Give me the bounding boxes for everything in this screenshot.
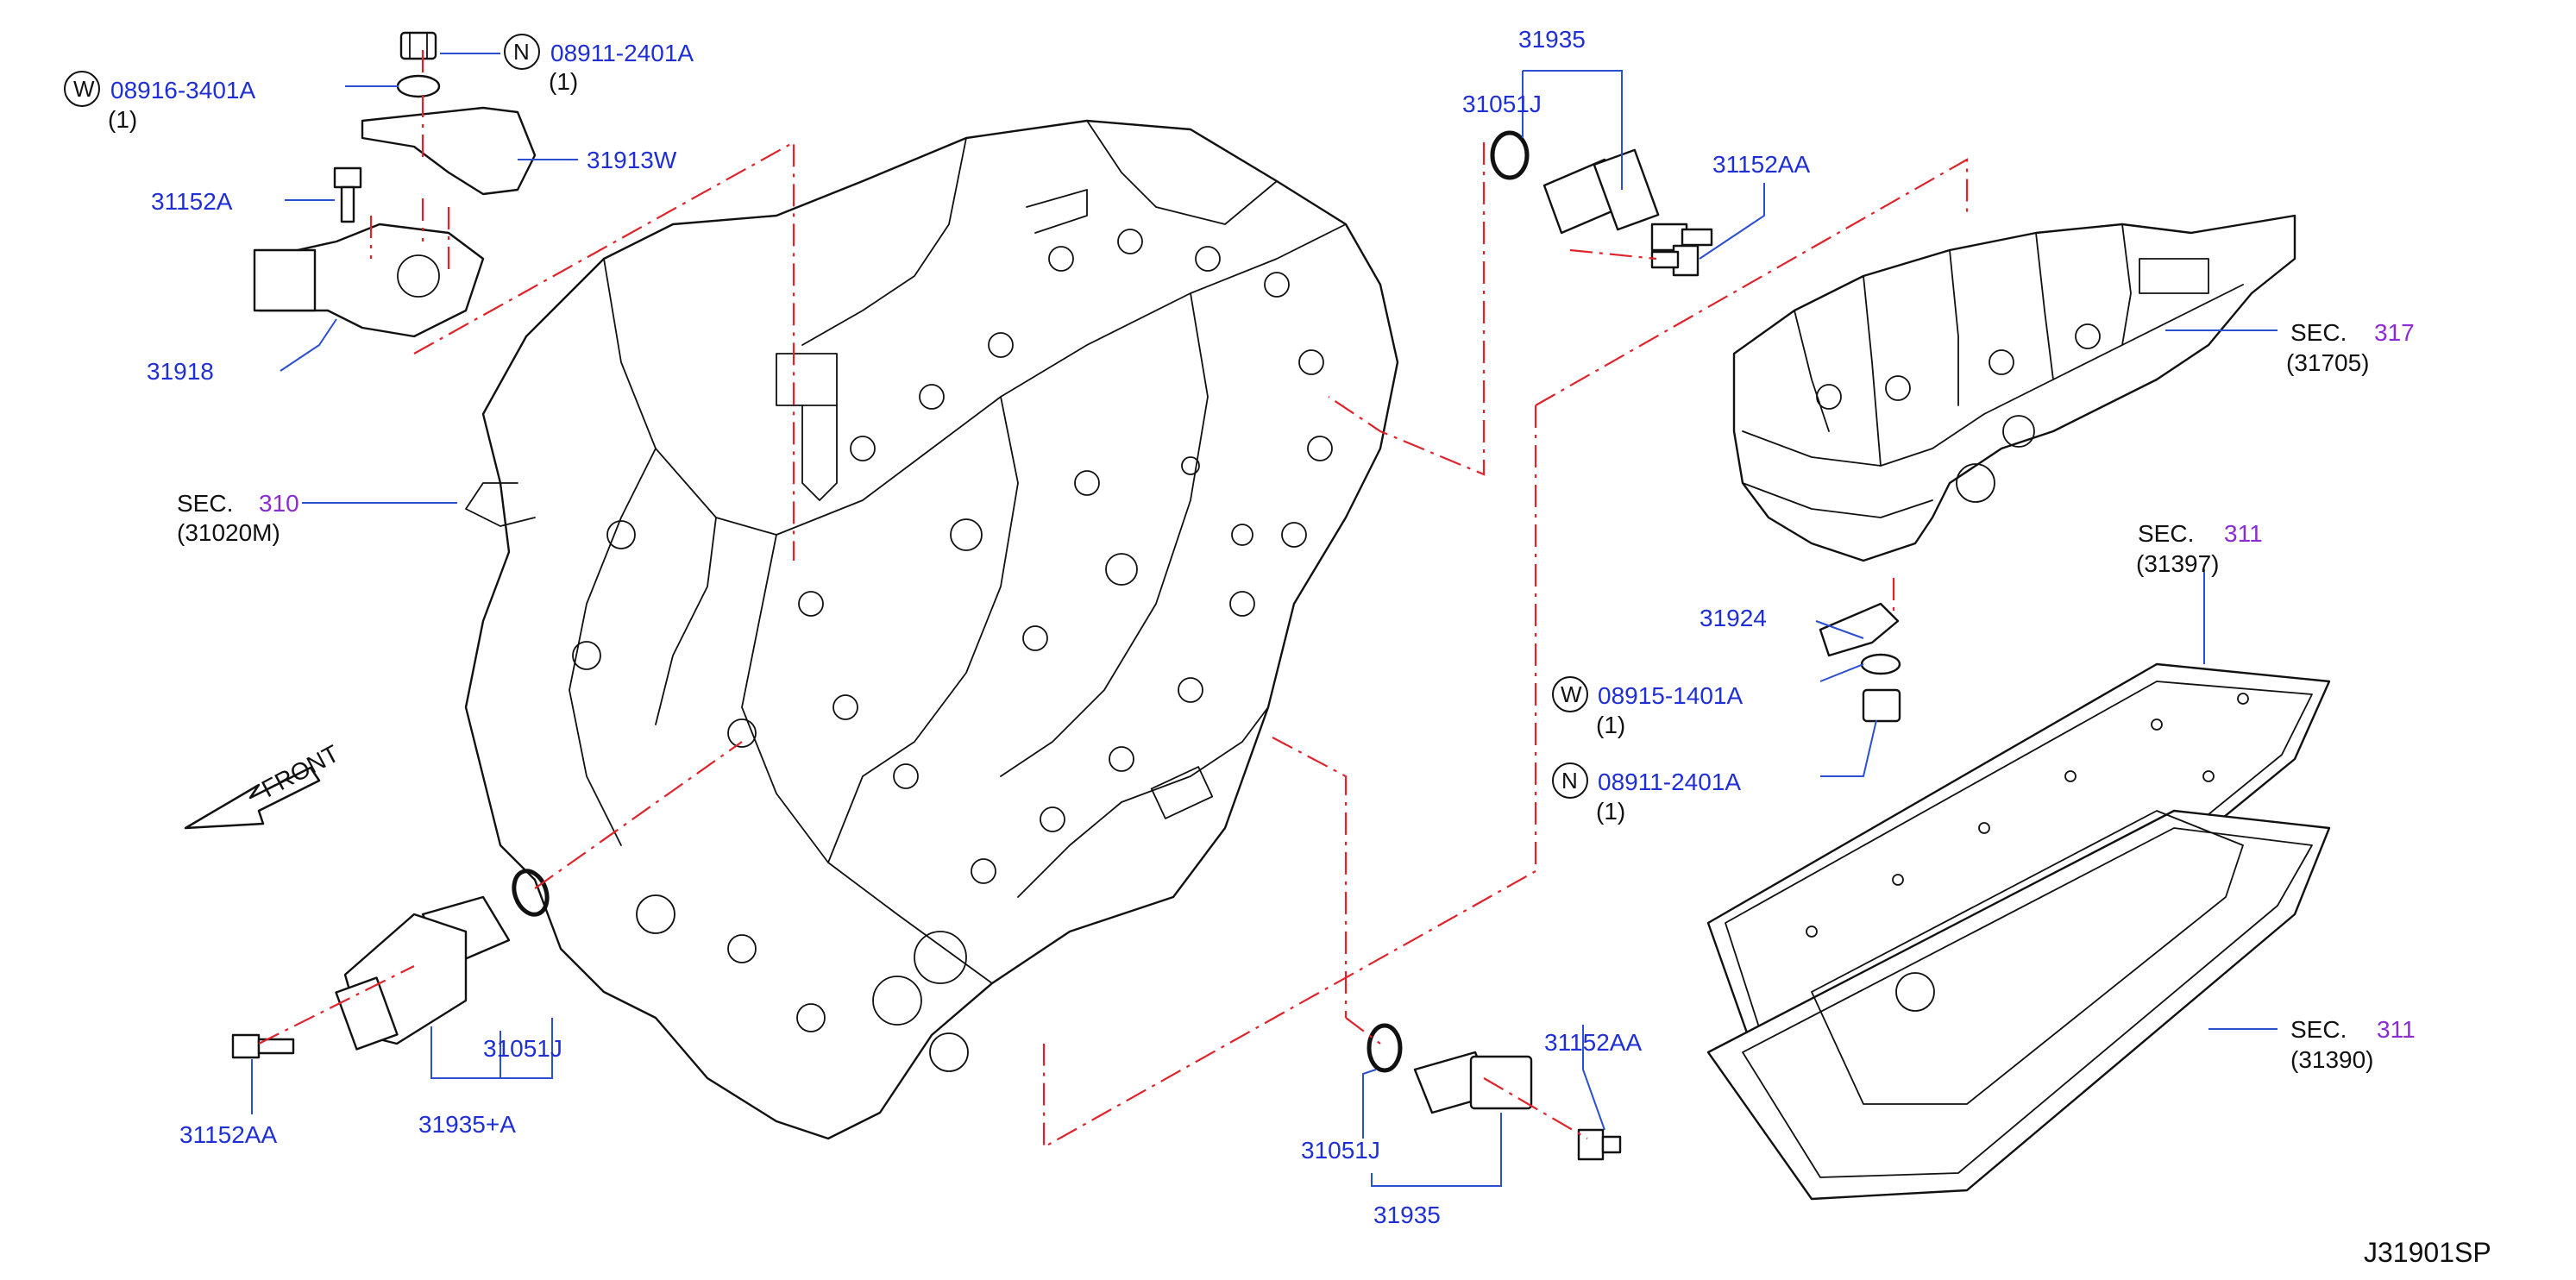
label-sec317-num: 317 [2374, 319, 2415, 346]
diagram-code: J31901SP [2364, 1237, 2491, 1268]
label-31935-top: 31935 [1518, 26, 1586, 53]
label-sec317-sub: (31705) [2286, 349, 2370, 376]
label-31051j-left: 31051J [483, 1035, 562, 1062]
label-08915: 08915-1401A [1598, 682, 1743, 709]
transmission-case [464, 119, 1399, 1140]
label-08916-qty: (1) [108, 106, 137, 133]
sensor-part-left [335, 869, 550, 1051]
label-08911-top: 08911-2401A [550, 40, 694, 66]
label-sec311b-sub: (31390) [2290, 1046, 2374, 1073]
sensor-part-top [1490, 130, 1713, 252]
label-31051j-top: 31051J [1462, 91, 1542, 117]
switch-part-31918 [253, 223, 485, 338]
washer-part-top [396, 74, 441, 98]
symbol-w-right: W [1561, 681, 1582, 707]
label-31152aa-bottom: 31152AA [1544, 1029, 1642, 1056]
symbol-n-right: N [1561, 768, 1578, 794]
valve-body [1732, 214, 2296, 562]
phantom-lines [258, 50, 1969, 1149]
bolt-part-bottom [1577, 1128, 1622, 1161]
label-front: FRONT [257, 740, 343, 803]
label-08911-right-qty: (1) [1596, 798, 1625, 825]
sensor-part-bottom [1367, 1023, 1533, 1114]
lever-part [361, 106, 537, 196]
label-08916: 08916-3401A [110, 77, 255, 104]
label-31935-bottom: 31935 [1373, 1202, 1441, 1228]
label-31152aa-top: 31152AA [1712, 151, 1810, 178]
label-sec310-sub: (31020M) [177, 519, 280, 546]
bolt-part-top [1650, 244, 1700, 277]
label-31152a: 31152A [151, 188, 233, 215]
front-arrow [184, 766, 321, 830]
symbol-n-top: N [513, 39, 530, 65]
label-sec311a-num: 311 [2224, 520, 2263, 547]
label-31918: 31918 [147, 358, 214, 385]
label-31935a: 31935+A [418, 1111, 516, 1138]
callout-labels: W 08916-3401A (1) N 08911-2401A (1) 3191… [64, 26, 2491, 1268]
lever-part-31924 [1819, 602, 1900, 657]
label-sec311a-prefix: SEC. [2138, 520, 2194, 547]
oil-pan [1706, 809, 2331, 1201]
nut-part-right [1862, 688, 1901, 723]
bolt-part-left [231, 1033, 295, 1059]
symbol-w-top: W [73, 76, 95, 102]
label-sec310-num: 310 [259, 490, 299, 517]
nut-part-top [399, 31, 437, 60]
label-08911-right: 08911-2401A [1598, 769, 1741, 795]
label-sec311a-sub: (31397) [2136, 550, 2220, 577]
label-sec317-prefix: SEC. [2290, 319, 2347, 346]
washer-part-right [1860, 653, 1901, 675]
label-sec310-prefix: SEC. [177, 490, 233, 517]
label-31924: 31924 [1700, 605, 1767, 631]
label-08911-top-qty: (1) [549, 68, 578, 95]
label-sec311b-prefix: SEC. [2290, 1016, 2347, 1043]
label-31051j-bottom: 31051J [1301, 1137, 1380, 1164]
label-08915-qty: (1) [1596, 712, 1625, 738]
bolt-part-31152a [333, 166, 362, 223]
leader-lines [251, 53, 2278, 1187]
label-31152aa-left: 31152AA [179, 1121, 277, 1148]
label-sec311b-num: 311 [2377, 1016, 2416, 1043]
label-31913w: 31913W [587, 147, 677, 173]
